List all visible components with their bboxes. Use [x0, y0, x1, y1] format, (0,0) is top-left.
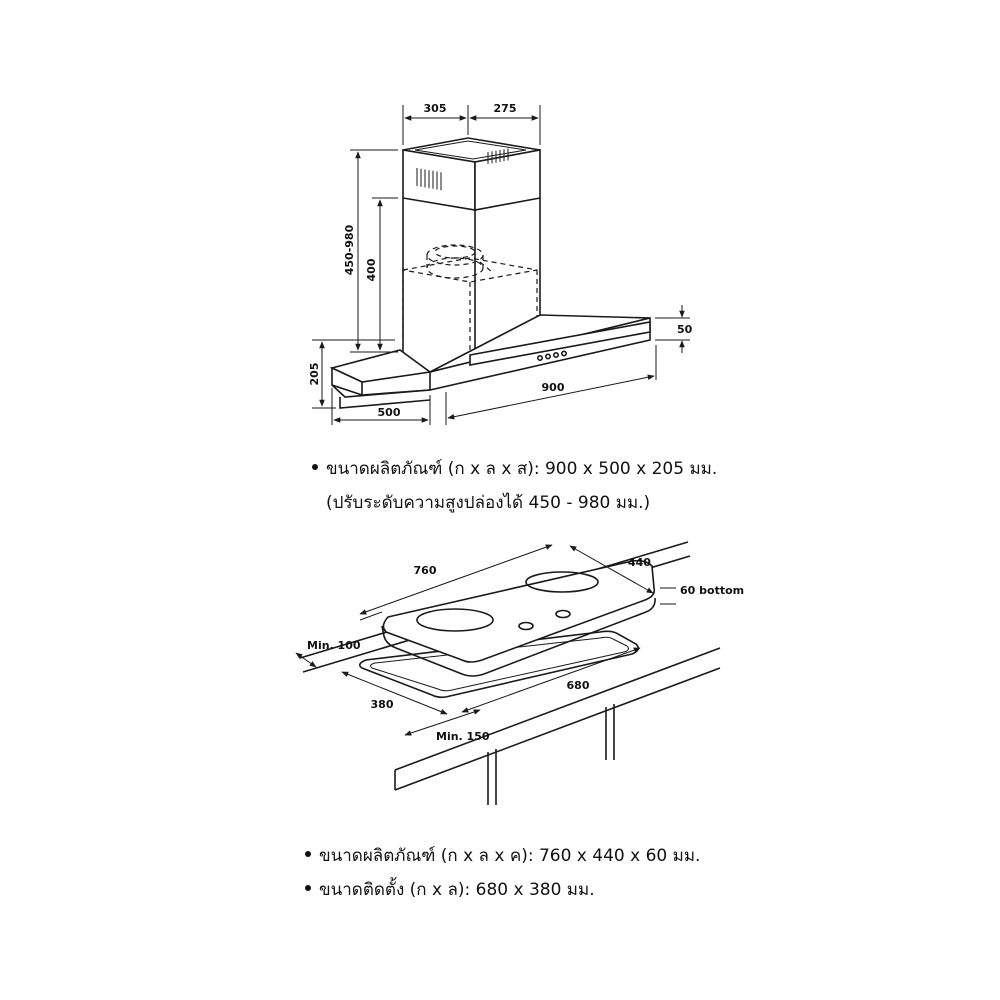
hood-control-buttons: [536, 350, 567, 361]
hood-caption-size: ขนาดผลิตภัณฑ์ (ก x ล x ส): 900 x 500 x 2…: [312, 455, 717, 482]
dim-chimney-height: 400: [365, 258, 378, 281]
countertop: [299, 541, 721, 805]
hood-dim-vertical: 450-980 400: [343, 149, 398, 353]
bullet-icon: [305, 885, 311, 891]
hood-chimney-upper: [402, 137, 541, 211]
hood-chimney-lower: [402, 198, 541, 375]
hood-caption-adjust: (ปรับระดับความสูงปล่องได้ 450 - 980 มม.): [326, 493, 651, 513]
hob-caption-install: ขนาดติดตั้ง (ก x ล): 680 x 380 มม.: [305, 876, 595, 903]
hob-dim-min-front: Min. 150: [404, 709, 490, 743]
hob-dim-width: 440: [569, 545, 654, 594]
dim-cutout-length: 680: [567, 679, 590, 692]
dim-hob-width: 440: [628, 556, 651, 569]
hood-dim-depth: 500: [331, 388, 431, 425]
hood-dim-edge: 50: [655, 305, 693, 353]
bullet-icon: [312, 464, 318, 470]
hood-dim-width: 900: [445, 345, 657, 425]
dim-hood-depth: 500: [378, 406, 401, 419]
dim-total-height: 205: [308, 363, 321, 386]
dim-min-back: Min. 100: [307, 639, 361, 652]
hob-dim-cutout-length: 680: [461, 647, 641, 713]
hob-caption-size: ขนาดผลิตภัณฑ์ (ก x ล x ค): 760 x 440 x 6…: [305, 842, 700, 869]
hob-knob-left: [518, 621, 534, 631]
dim-min-front: Min. 150: [436, 730, 490, 743]
hob-dim-cutout-width: 380: [341, 671, 448, 715]
dim-chimney-width: 275: [494, 102, 517, 115]
hob-knob-right: [555, 609, 571, 619]
hob-dim-bottom: 60 bottom: [660, 584, 744, 605]
dim-hob-length: 760: [414, 564, 437, 577]
hob-dim-length: 760: [359, 544, 553, 621]
dim-edge-height: 50: [677, 323, 693, 336]
cooker-hood-drawing: 305 275 450-980 400 50: [308, 102, 693, 425]
bullet-icon: [305, 851, 311, 857]
dim-hob-bottom: 60 bottom: [680, 584, 744, 597]
dim-chimney-depth: 305: [424, 102, 447, 115]
dim-hood-width: 900: [542, 381, 565, 394]
hood-canopy: [329, 314, 651, 409]
hood-dim-total-height: 205: [308, 339, 395, 409]
dim-adjust-height: 450-980: [343, 224, 356, 275]
hood-dim-top: 305 275: [402, 102, 541, 145]
dim-cutout-width: 380: [371, 698, 394, 711]
hob-dim-min-back: Min. 100: [295, 639, 361, 668]
hob-drawing: 760 440 60 bottom Min. 100 680: [295, 541, 744, 805]
